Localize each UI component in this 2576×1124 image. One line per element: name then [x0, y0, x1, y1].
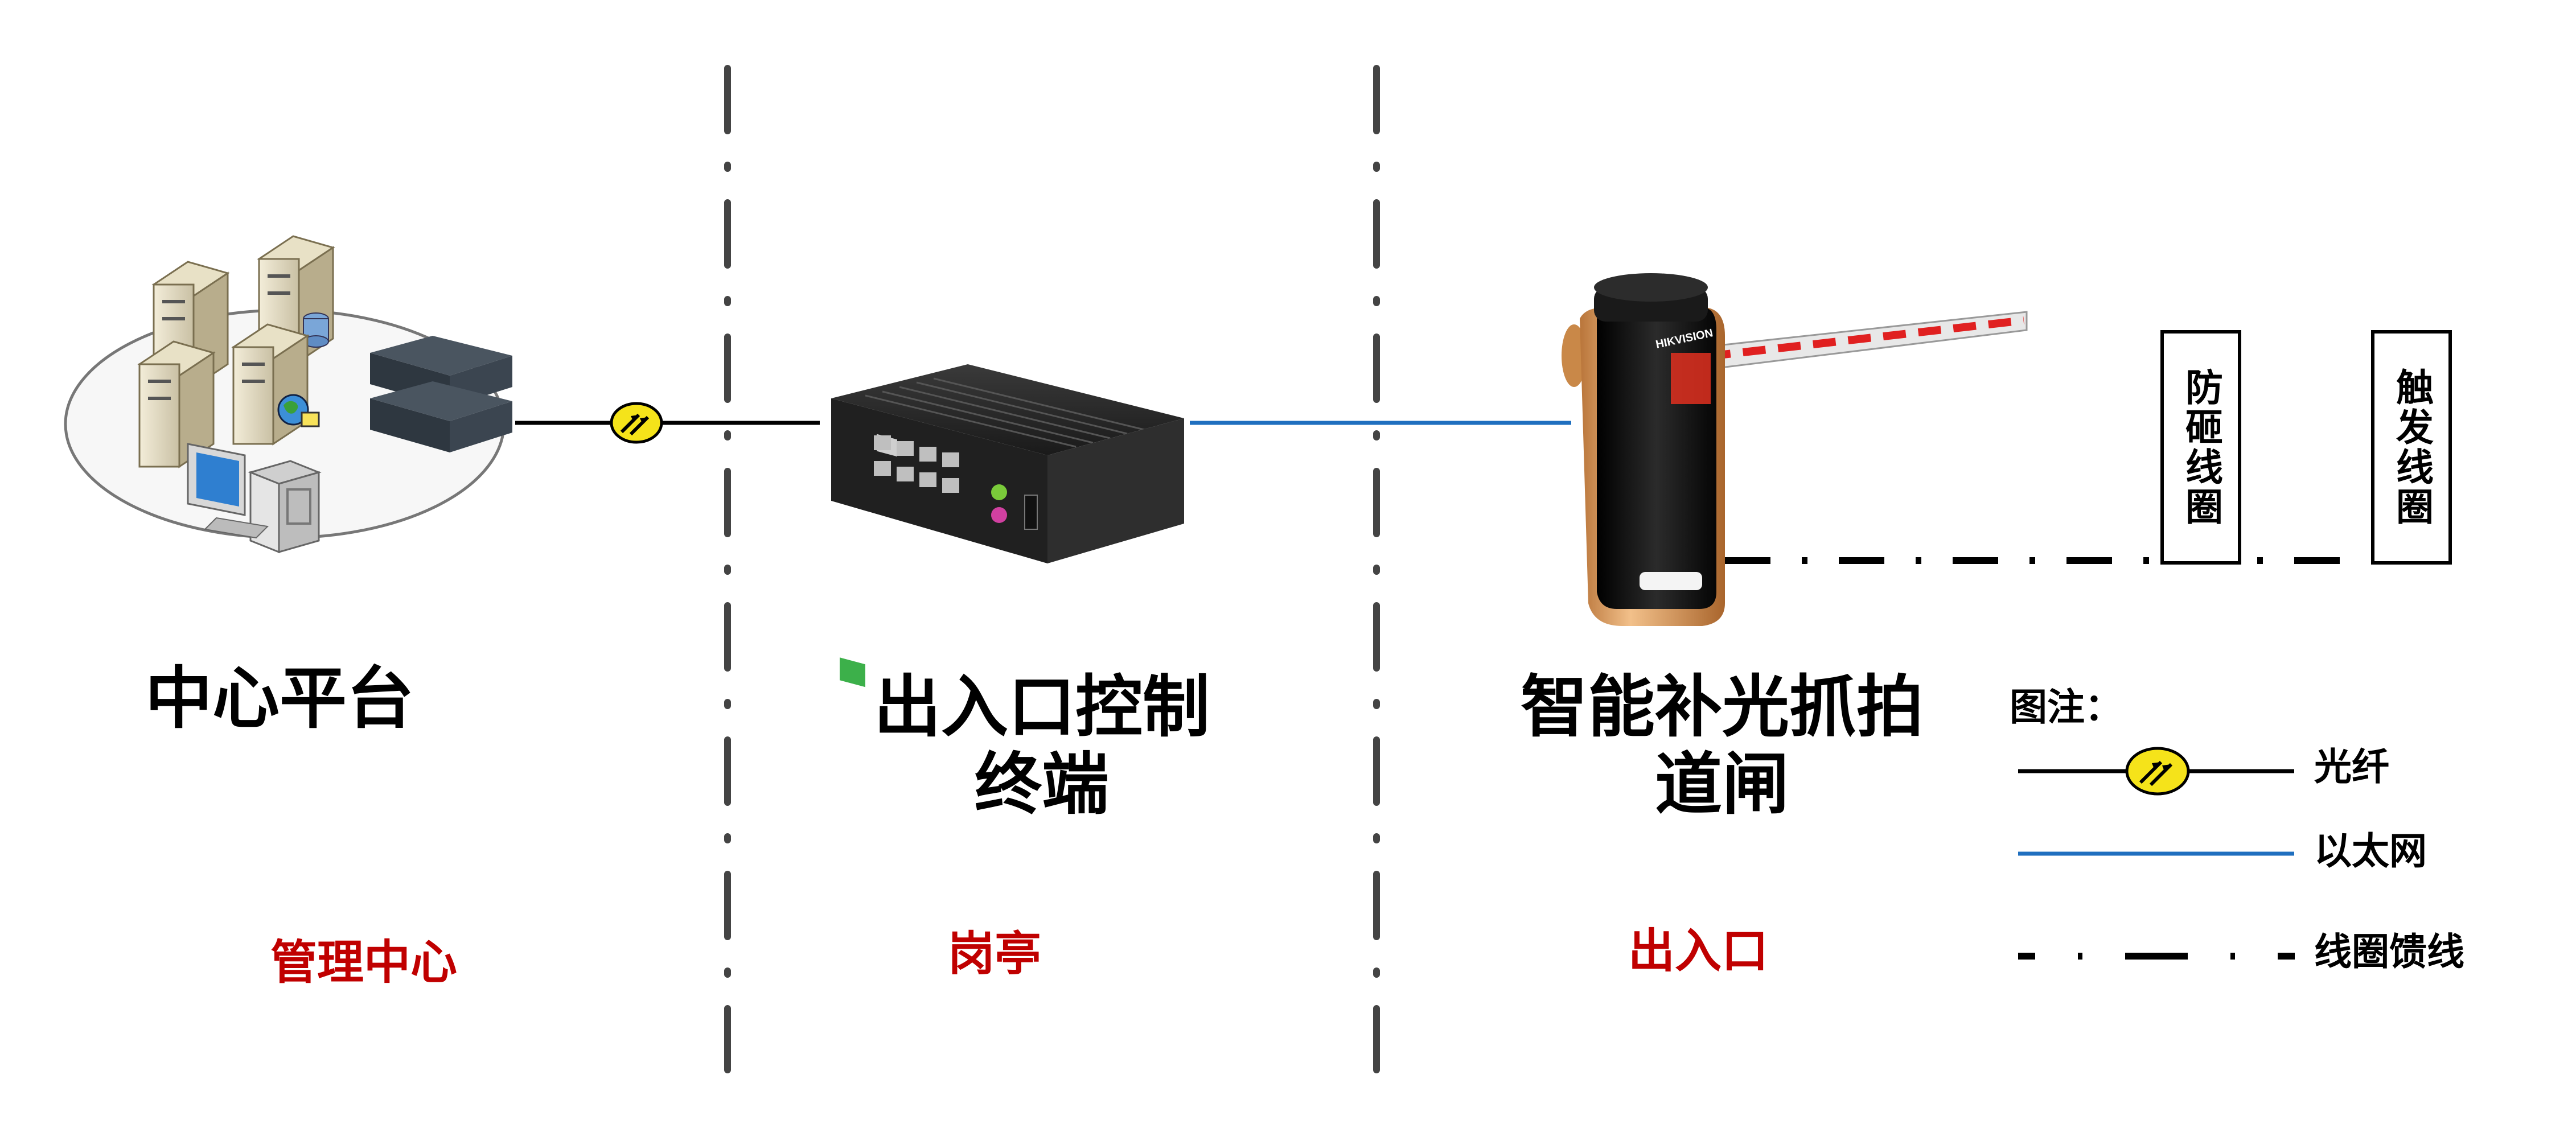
legend-fiber-icon: [2125, 747, 2190, 796]
zone-label-center: 管理中心: [270, 936, 458, 990]
server-icon: [257, 235, 335, 363]
server-icon: [137, 340, 216, 468]
fiber-symbol-icon: [610, 402, 663, 444]
legend-ethernet-label: 以太网: [2314, 829, 2427, 873]
gate-label-line2: 道闸: [1654, 744, 1789, 824]
terminal-label: 出入口控制 终端: [871, 668, 1213, 824]
gate-label: 智能补光抓拍 道闸: [1509, 668, 1936, 824]
anti-smash-loop-box: 防砸线圈: [2160, 330, 2241, 565]
anti-smash-loop-label: 防砸线圈: [2179, 368, 2223, 527]
workstation-icon: [187, 443, 322, 554]
storage-device-icon: [370, 336, 512, 452]
terminal-label-line2: 终端: [974, 744, 1109, 824]
gate-label-line1: 智能补光抓拍: [1520, 668, 1924, 746]
legend-title: 图注：: [2010, 685, 2122, 729]
control-terminal-icon: [831, 364, 1184, 687]
trigger-loop-label: 触发线圈: [2390, 368, 2434, 527]
center-platform-icon: [64, 235, 512, 554]
zone-label-entrance: 出入口: [1628, 924, 1769, 978]
server-icon: [231, 323, 320, 446]
legend-fiber-label: 光纤: [2314, 745, 2389, 789]
legend-loop-feeder-label: 线圈馈线: [2314, 930, 2464, 974]
terminal-label-line1: 出入口控制: [873, 668, 1210, 746]
center-platform-label: 中心平台: [145, 659, 414, 738]
trigger-loop-box: 触发线圈: [2371, 330, 2452, 565]
barrier-gate-icon: HIKVISION: [1562, 273, 2028, 626]
zone-label-booth: 岗亭: [948, 927, 1042, 981]
